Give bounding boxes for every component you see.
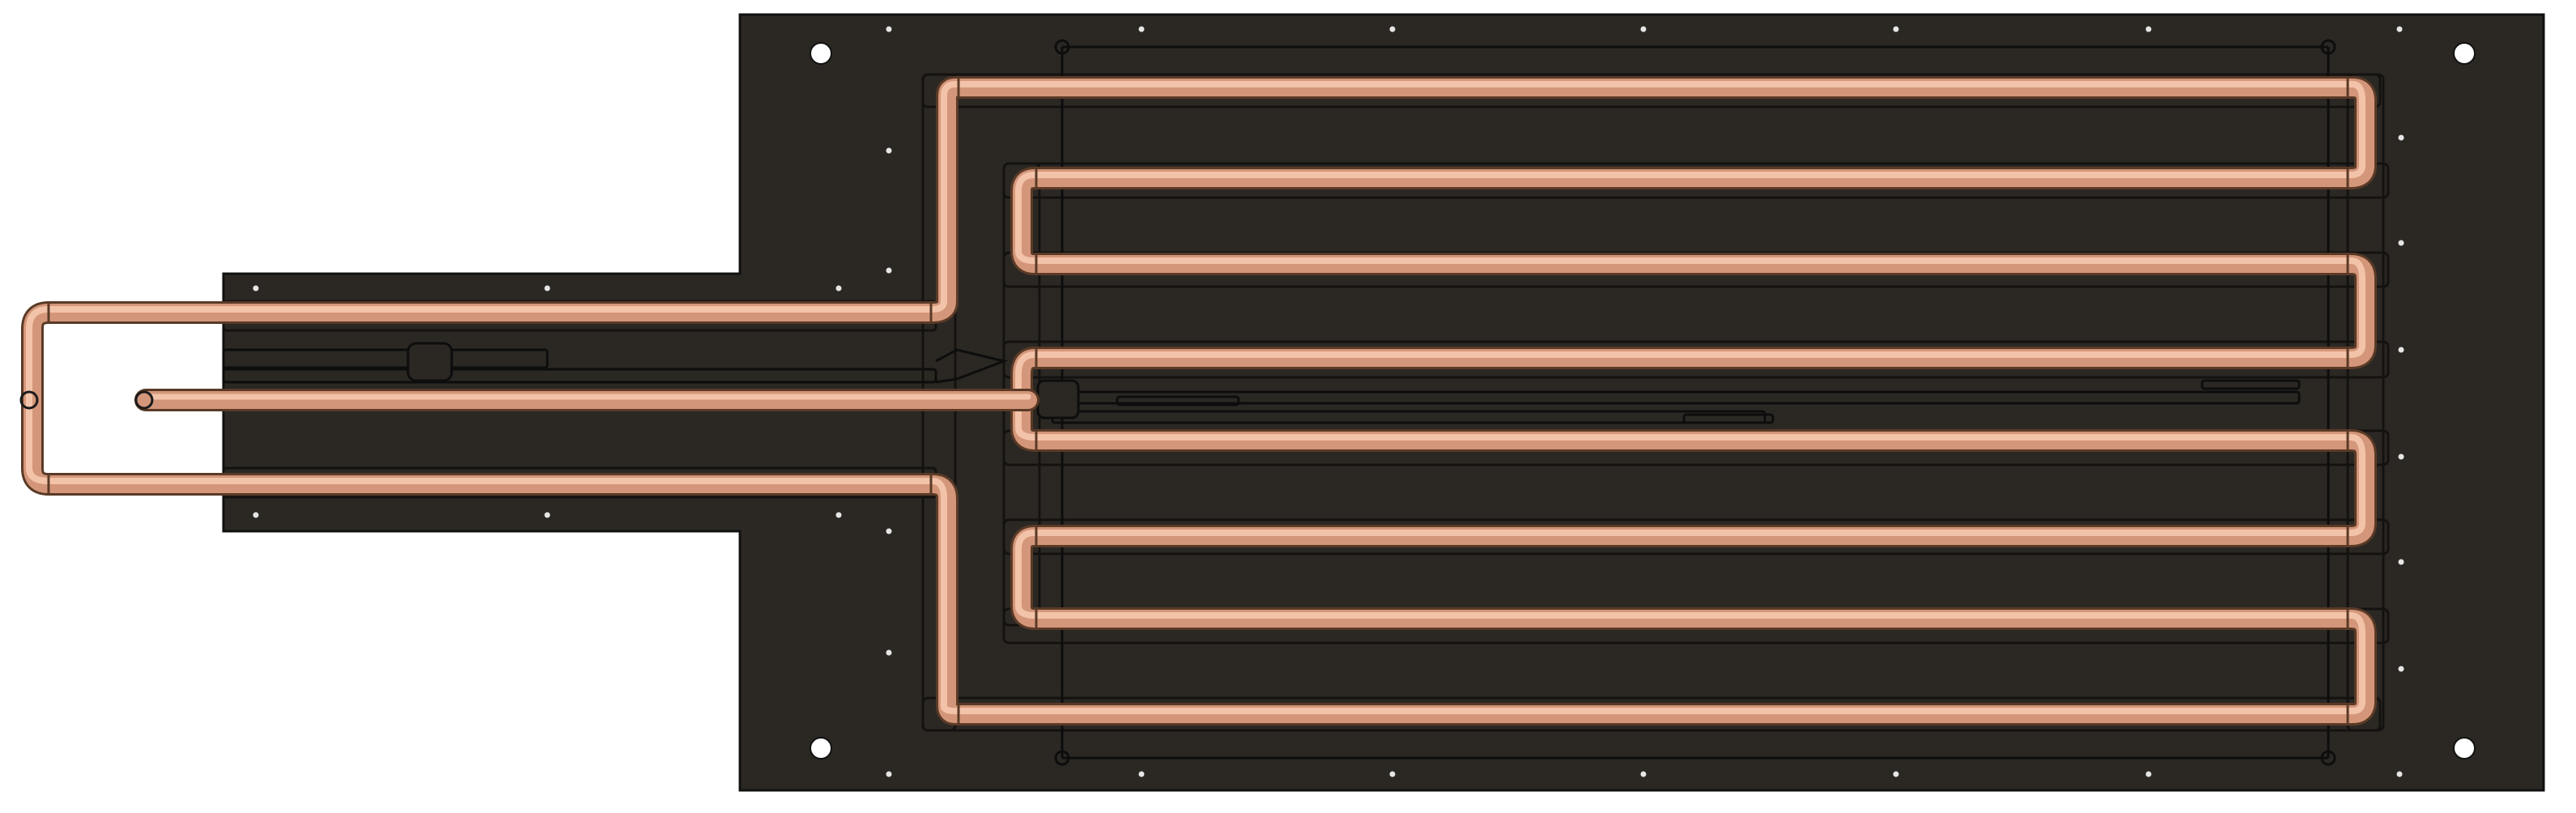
- outlet-port-icon: [19, 390, 39, 410]
- mounting-hole-icon: [810, 737, 832, 760]
- copper-pipe-highlight: [26, 81, 2366, 714]
- mounting-hole-icon: [2453, 42, 2476, 65]
- inlet-port-icon: [134, 390, 154, 410]
- mounting-holes: [810, 42, 2476, 760]
- mounting-hole-icon: [810, 42, 832, 65]
- frame-lines: [1054, 39, 2336, 766]
- mounting-hole-icon: [2453, 737, 2476, 760]
- screw-dots: [253, 26, 2404, 777]
- pipe-joint-marks: [47, 76, 2349, 726]
- inlet-pipe: [134, 389, 1039, 411]
- temperature-sensor: [406, 342, 1080, 419]
